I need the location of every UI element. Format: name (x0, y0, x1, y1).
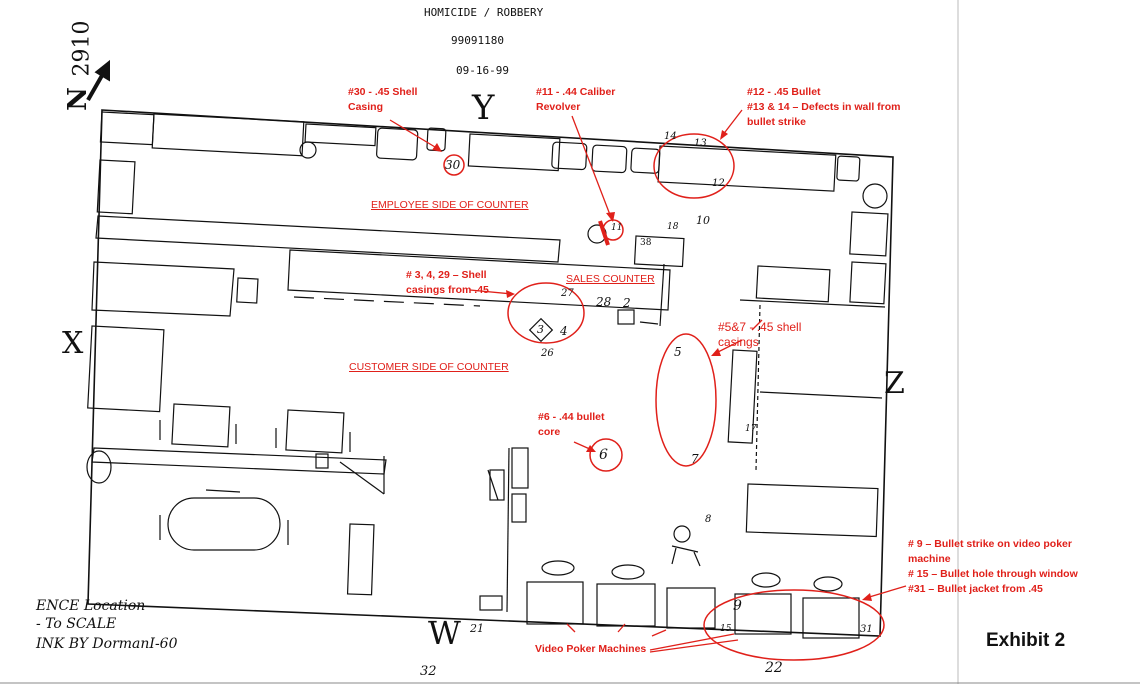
annotation-casings-5-7: #5&7 - .45 shell casings (718, 320, 802, 349)
annotation-bullet-12: #12 - .45 Bullet (747, 86, 821, 98)
annotation-hole-15: # 15 – Bullet hole through window (908, 568, 1078, 580)
sales-counter-label: SALES COUNTER (566, 273, 655, 285)
right-wall-fixtures (727, 211, 889, 538)
evidence-highlights (443, 133, 885, 661)
video-poker-machines (479, 560, 860, 639)
evidence-31: 31 (860, 624, 873, 635)
annotation-shell-30: #30 - .45 Shell Casing (348, 86, 418, 113)
wall-w-number: 21 (470, 622, 484, 635)
evidence-14: 14 (664, 131, 677, 142)
wall-label-y: Y (472, 88, 495, 128)
evidence-3: 3 (537, 323, 544, 336)
evidence-27: 27 (561, 288, 574, 299)
left-wall-fixtures (86, 159, 165, 484)
north-arrow-icon (86, 59, 110, 101)
evidence-38: 38 (640, 238, 652, 248)
case-date: 09-16-99 (456, 64, 509, 77)
exhibit-label: Exhibit 2 (986, 630, 1066, 651)
evidence-32: 32 (420, 664, 437, 679)
evidence-13: 13 (694, 138, 707, 149)
arrowheads (432, 130, 872, 601)
chair-icon (671, 525, 701, 567)
annotation-strike-9: # 9 – Bullet strike on video poker machi… (908, 538, 1072, 565)
evidence-10: 10 (696, 214, 710, 227)
evidence-28: 28 (596, 295, 612, 309)
evidence-4: 4 (560, 324, 568, 338)
back-counter (91, 215, 685, 327)
evidence-12: 12 (712, 178, 725, 189)
wall-label-z: Z (884, 366, 905, 401)
evidence-26: 26 (541, 348, 554, 359)
top-wall-fixtures (99, 111, 888, 209)
annotation-arrows (389, 109, 907, 653)
evidence-6: 6 (599, 447, 608, 463)
employee-side-label: EMPLOYEE SIDE OF COUNTER (371, 199, 529, 211)
evidence-18: 18 (667, 222, 679, 232)
evidence-7: 7 (691, 452, 699, 466)
legend-note-line3: INK BY DormanI-60 (36, 636, 178, 652)
annotation-casings-3-4-29: # 3, 4, 29 – Shell casings from .45 (406, 269, 489, 296)
annotation-core-6: #6 - .44 bullet core (538, 411, 605, 438)
annotation-defects-13-14: #13 & 14 – Defects in wall from bullet s… (747, 101, 901, 128)
legend-note-line1: ENCE Location (36, 598, 146, 614)
wall-label-x: X (62, 326, 84, 361)
wall-label-w: W (428, 614, 461, 652)
legend-note-line2: - To SCALE (36, 616, 117, 632)
case-type: HOMICIDE / ROBBERY (424, 6, 544, 19)
evidence-2: 2 (623, 296, 631, 310)
evidence-30: 30 (445, 158, 461, 172)
evidence-9: 9 (733, 598, 742, 614)
evidence-22: 22 (765, 660, 783, 676)
evidence-17: 17 (745, 424, 757, 434)
customer-area-fixtures (91, 403, 529, 613)
case-number: 99091180 (451, 34, 504, 47)
annotation-revolver-11: #11 - .44 Caliber Revolver (536, 86, 616, 113)
evidence-11: 11 (611, 223, 623, 233)
evidence-5: 5 (674, 345, 682, 359)
evidence-15: 15 (720, 624, 732, 634)
evidence-8: 8 (705, 514, 712, 525)
annotation-jacket-31: #31 – Bullet jacket from .45 (908, 583, 1043, 595)
customer-side-label: CUSTOMER SIDE OF COUNTER (349, 361, 509, 373)
annotation-video-poker: Video Poker Machines (535, 643, 647, 655)
